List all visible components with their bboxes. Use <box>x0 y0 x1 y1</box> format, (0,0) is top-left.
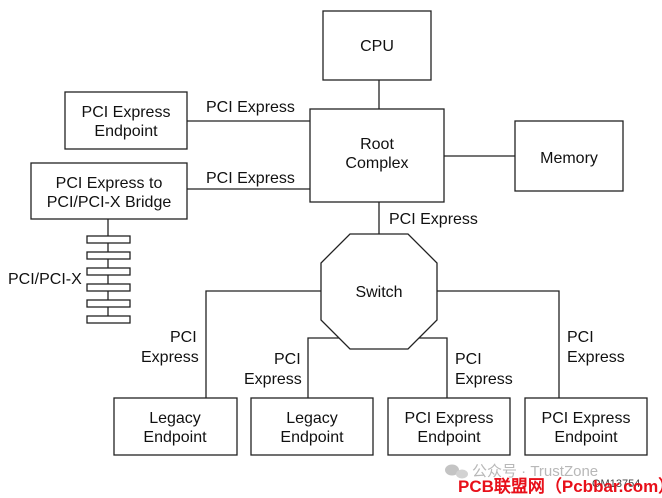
link-label-switch-endpoint-4-line1: PCI <box>567 329 594 346</box>
legacy-endpoint-2-line2: Endpoint <box>280 429 344 446</box>
pcie-endpoint-top-node: PCI Express Endpoint <box>64 91 188 150</box>
link-switch-endpoint-4 <box>437 290 560 398</box>
cpu-node: CPU <box>322 10 432 81</box>
root-complex-box <box>309 108 445 203</box>
memory-box <box>514 120 624 192</box>
memory-node: Memory <box>514 120 624 192</box>
bus-slot <box>86 299 131 308</box>
root-complex-node: Root Complex <box>309 108 445 203</box>
wechat-watermark-text: 公众号 · TrustZone <box>472 463 598 480</box>
connectors <box>107 80 560 398</box>
link-switch-endpoint-3 <box>408 337 448 398</box>
pci-bus-stack <box>86 235 131 324</box>
bridge-box <box>30 162 188 220</box>
switch-label: Switch <box>355 284 402 301</box>
pcie-endpoint-3-box <box>387 397 511 456</box>
link-label-bridge-root: PCI Express <box>206 170 295 187</box>
memory-label: Memory <box>540 150 598 167</box>
pcie-endpoint-4-line2: Endpoint <box>554 429 618 446</box>
link-label-switch-legacy-2-line1: PCI <box>274 351 301 368</box>
wechat-watermark: 公众号 · TrustZone <box>445 463 598 480</box>
pcie-endpoint-top-line1: PCI Express <box>82 104 171 121</box>
link-label-endpoint-root: PCI Express <box>206 99 295 116</box>
legacy-endpoint-1-box <box>113 397 238 456</box>
wechat-icon <box>445 464 468 479</box>
pcie-endpoint-4-box <box>524 397 648 456</box>
link-label-switch-endpoint-3-line2: Express <box>455 371 513 388</box>
legacy-endpoint-1-node: Legacy Endpoint <box>113 397 238 456</box>
link-label-switch-legacy-1-line1: PCI <box>170 329 197 346</box>
pcie-endpoint-3-node: PCI Express Endpoint <box>387 397 511 456</box>
link-label-switch-endpoint-4-line2: Express <box>567 349 625 366</box>
switch-node: Switch <box>320 233 438 350</box>
pcie-endpoint-top-box <box>64 91 188 150</box>
pcie-endpoint-4-node: PCI Express Endpoint <box>524 397 648 456</box>
pcie-endpoint-4-line1: PCI Express <box>542 410 631 427</box>
pcie-endpoint-3-line2: Endpoint <box>417 429 481 446</box>
bus-slot <box>86 235 131 244</box>
bus-slot <box>86 315 131 324</box>
bridge-label-line1: PCI Express to <box>56 175 163 192</box>
legacy-endpoint-1-line1: Legacy <box>149 410 201 427</box>
bus-slot <box>86 267 131 276</box>
link-switch-legacy-2 <box>307 337 350 398</box>
cpu-box <box>322 10 432 81</box>
link-switch-legacy-1 <box>205 290 321 398</box>
legacy-endpoint-2-line1: Legacy <box>286 410 338 427</box>
site-watermark: PCB联盟网（Pcbbar.com） <box>458 476 662 496</box>
bus-slot <box>86 283 131 292</box>
link-label-root-switch: PCI Express <box>389 211 478 228</box>
pcie-endpoint-top-line2: Endpoint <box>94 123 158 140</box>
switch-octagon <box>320 233 438 350</box>
root-complex-label-line1: Root <box>360 136 394 153</box>
legacy-endpoint-2-box <box>250 397 374 456</box>
cpu-label: CPU <box>360 38 394 55</box>
bridge-label-line2: PCI/PCI-X Bridge <box>47 194 172 211</box>
link-label-switch-legacy-1-line2: Express <box>141 349 199 366</box>
bus-slot <box>86 251 131 260</box>
bridge-node: PCI Express to PCI/PCI-X Bridge <box>30 162 188 220</box>
pcie-endpoint-3-line1: PCI Express <box>405 410 494 427</box>
legacy-endpoint-2-node: Legacy Endpoint <box>250 397 374 456</box>
root-complex-label-line2: Complex <box>345 155 408 172</box>
legacy-endpoint-1-line2: Endpoint <box>143 429 207 446</box>
link-label-switch-legacy-2-line2: Express <box>244 371 302 388</box>
bus-label: PCI/PCI-X <box>8 271 82 288</box>
figure-id: OM13754 <box>592 478 640 490</box>
link-label-switch-endpoint-3-line1: PCI <box>455 351 482 368</box>
